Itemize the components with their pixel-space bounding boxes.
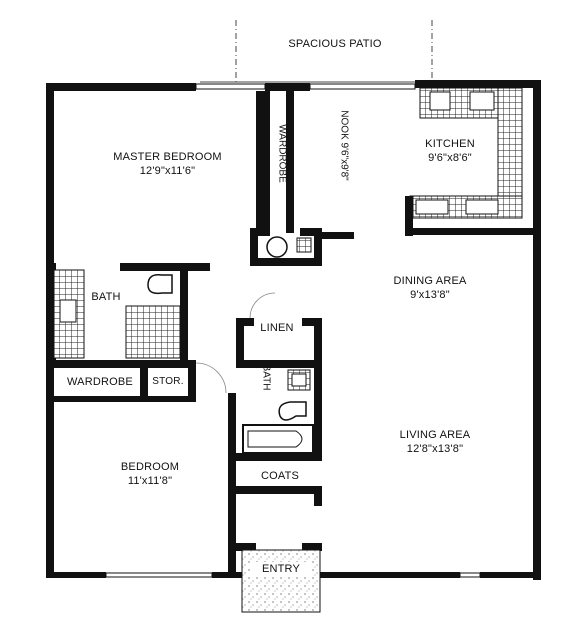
kitchen-counters — [405, 87, 541, 236]
dining-name: DINING AREA — [393, 275, 467, 287]
entry-stoop — [241, 549, 321, 613]
dining-label: DINING AREA 9'x13'8" — [380, 274, 480, 302]
master-bedroom-dims: 12'9"x11'6" — [139, 165, 196, 177]
living-name: LIVING AREA — [399, 429, 471, 441]
entry-label: ENTRY — [250, 562, 312, 576]
wardrobe-storage-block — [46, 360, 196, 402]
patio — [200, 20, 465, 83]
storage-label: STOR. — [152, 376, 184, 387]
master-bedroom-label: MASTER BEDROOM 12'9"x11'6" — [100, 150, 235, 178]
bath-master-label: BATH — [91, 291, 121, 303]
kitchen-label: KITCHEN 9'6"x8'6" — [400, 137, 500, 165]
windows — [105, 83, 481, 578]
wardrobe-master-label: WARDROBE — [276, 124, 288, 183]
living-dims: 12'8"x13'8" — [406, 443, 464, 455]
nook-label: NOOK 9'6"x9'8" — [339, 106, 350, 186]
interior-walls — [228, 318, 322, 573]
linen-label: LINEN — [260, 322, 294, 334]
bath-hall-label: BATH — [260, 364, 272, 391]
living-label: LIVING AREA 12'8"x13'8" — [380, 428, 490, 456]
bedroom-label: BEDROOM 11'x11'8" — [100, 460, 200, 488]
bedroom-name: BEDROOM — [120, 461, 180, 473]
wardrobe-bedroom-label: WARDROBE — [67, 376, 133, 388]
dining-dims: 9'x13'8" — [410, 289, 450, 301]
kitchen-dims: 9'6"x8'6" — [428, 152, 472, 164]
half-bath-nook — [250, 228, 354, 266]
master-bath — [46, 263, 210, 363]
nook-dims: 9'6"x9'8" — [338, 142, 350, 181]
bedroom-dims: 11'x11'8" — [127, 475, 173, 487]
wardrobe-master — [256, 91, 294, 236]
master-bedroom-name: MASTER BEDROOM — [113, 151, 222, 163]
patio-label: SPACIOUS PATIO — [288, 38, 382, 50]
coats-label: COATS — [260, 470, 300, 482]
door-swings — [195, 292, 276, 394]
nook-name: NOOK — [338, 110, 350, 140]
kitchen-name: KITCHEN — [425, 138, 475, 150]
hall-bath-fixtures — [242, 369, 314, 454]
